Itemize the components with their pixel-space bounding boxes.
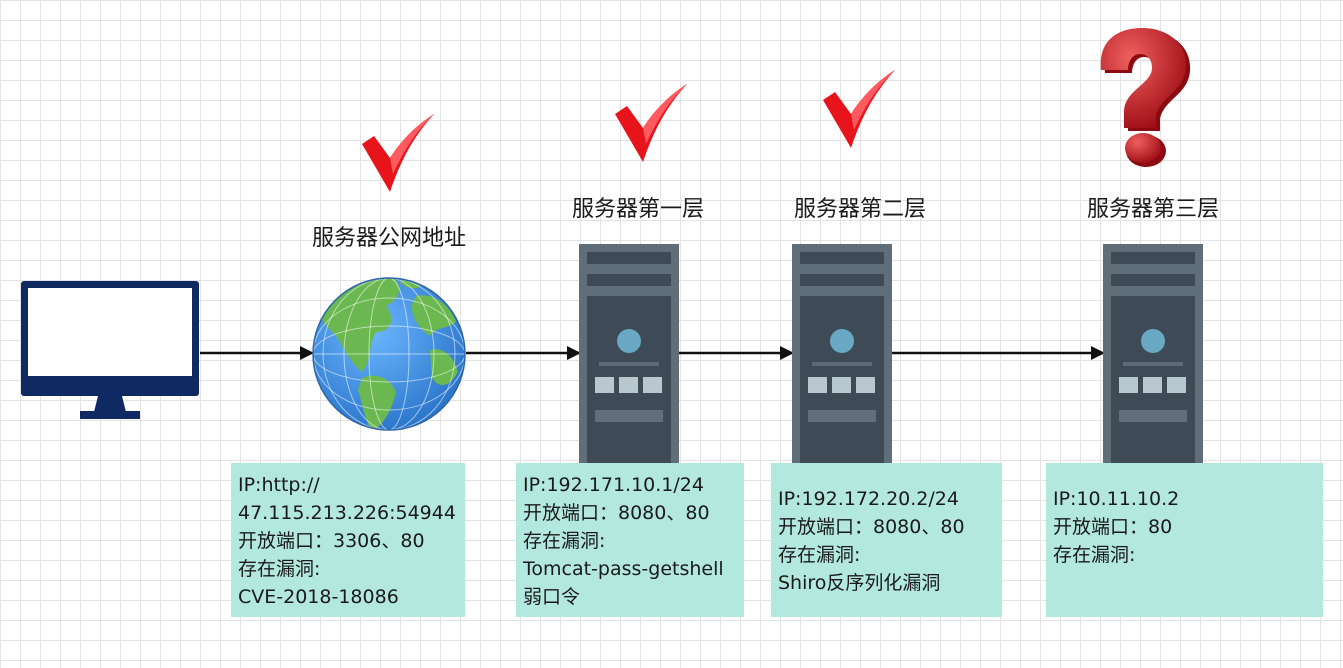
node-title-layer2: 服务器第二层: [793, 197, 927, 222]
info-line: 开放端口：3306、80: [238, 530, 425, 552]
info-box-layer1: IP:192.171.10.1/24 开放端口：8080、80 存在漏洞: To…: [516, 463, 744, 617]
checkmark-icon: [615, 84, 687, 162]
info-line: 47.115.213.226:54944: [238, 502, 456, 524]
monitor-icon: [21, 281, 199, 419]
info-line: IP:10.11.10.2: [1053, 488, 1180, 510]
server-rack-icon: [792, 244, 892, 464]
info-box-public: IP:http:// 47.115.213.226:54944 开放端口：330…: [231, 463, 465, 617]
info-line: 开放端口：8080、80: [778, 516, 965, 538]
node-title-public: 服务器公网地址: [311, 226, 467, 251]
info-line: 存在漏洞:: [1053, 544, 1136, 566]
info-line: Shiro反序列化漏洞: [778, 572, 941, 594]
info-line: IP:http://: [238, 474, 320, 496]
info-line: 存在漏洞:: [523, 530, 606, 552]
question-mark-icon: [1100, 28, 1191, 167]
checkmark-icon: [362, 114, 434, 192]
info-line: 存在漏洞:: [778, 544, 861, 566]
checkmark-icon: [823, 70, 895, 148]
node-title-layer1: 服务器第一层: [571, 197, 705, 222]
info-box-layer3: IP:10.11.10.2 开放端口：80 存在漏洞:: [1046, 463, 1323, 617]
info-line: CVE-2018-18086: [238, 586, 399, 608]
info-line: 开放端口：80: [1053, 516, 1173, 538]
globe-icon: [312, 277, 466, 431]
info-box-layer2: IP:192.172.20.2/24 开放端口：8080、80 存在漏洞: Sh…: [771, 463, 1002, 617]
info-line: Tomcat-pass-getshell: [523, 558, 724, 580]
info-line: 存在漏洞:: [238, 558, 321, 580]
server-rack-icon: [579, 244, 679, 464]
server-rack-icon: [1103, 244, 1203, 464]
info-line: IP:192.171.10.1/24: [523, 474, 704, 496]
info-line: IP:192.172.20.2/24: [778, 488, 959, 510]
node-title-layer3: 服务器第三层: [1086, 197, 1220, 222]
info-line: 开放端口：8080、80: [523, 502, 710, 524]
info-line: 弱口令: [523, 586, 581, 608]
